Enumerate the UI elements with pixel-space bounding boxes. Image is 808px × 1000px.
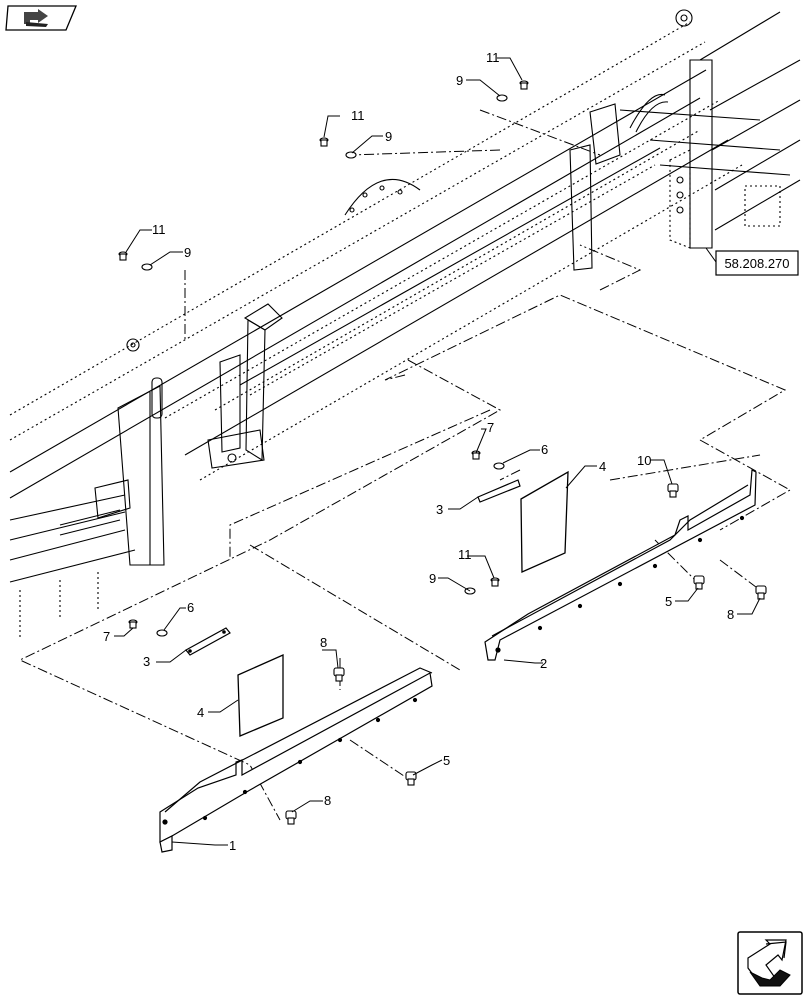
bolt-11-a [490,577,500,587]
callout-9-c: 9 [385,129,392,144]
callout-labels: 1 2 3 3 4 4 5 5 6 6 7 7 8 8 8 9 9 9 9 10… [103,50,734,853]
bolt-11-d [118,251,128,261]
callout-11-d: 11 [152,222,166,237]
callout-11-c: 11 [351,108,365,123]
washer-9-c [345,151,357,159]
part-plate-2 [484,469,757,661]
bolt-8-right [755,585,767,600]
callout-6-right: 6 [541,442,548,457]
callout-9-a: 9 [429,571,436,586]
callout-6-left: 6 [187,600,194,615]
leader-lines [114,57,761,846]
callout-8-top: 8 [320,635,327,650]
callout-1: 1 [229,838,236,853]
callout-4-left: 4 [197,705,204,720]
assembly-guide-lines [18,109,792,821]
washer-9-b [496,94,508,102]
part-pad-4-left [237,653,284,737]
callout-2: 2 [540,656,547,671]
bolt-7-left [128,619,138,629]
bolt-5-right [693,575,705,590]
part-plate-1 [159,667,433,853]
reference-label: 58.208.270 [724,256,789,271]
callout-4-right: 4 [599,459,606,474]
reference-box[interactable]: 58.208.270 [705,247,799,276]
machine-frame [10,9,800,640]
callout-7-left: 7 [103,629,110,644]
callout-8-right: 8 [727,607,734,622]
washer-6-right [493,462,505,470]
callout-3-right: 3 [436,502,443,517]
fasteners [118,80,767,825]
callout-11-a: 11 [458,547,472,562]
callout-5-right: 5 [665,594,672,609]
part-strip-3-right [477,479,521,503]
callout-10: 10 [637,453,651,468]
callout-11-b: 11 [486,50,500,65]
washer-9-d [141,263,153,271]
book-arrow-icon[interactable] [5,5,77,31]
callout-8-lower: 8 [324,793,331,808]
washer-6-left [156,629,168,637]
bolt-10 [667,483,679,498]
next-page-arrow-icon[interactable] [737,931,803,995]
bolt-8-lower [285,810,297,825]
callout-3-left: 3 [143,654,150,669]
bolt-5-left [405,771,417,786]
callout-5-left: 5 [443,753,450,768]
bolt-8-top [333,667,345,682]
bolt-11-b [519,80,529,90]
callout-9-b: 9 [456,73,463,88]
callout-9-d: 9 [184,245,191,260]
bolt-11-c [319,137,329,147]
part-pad-4-right [520,470,569,573]
part-strip-3-left [185,627,231,656]
callout-7-right: 7 [487,420,494,435]
